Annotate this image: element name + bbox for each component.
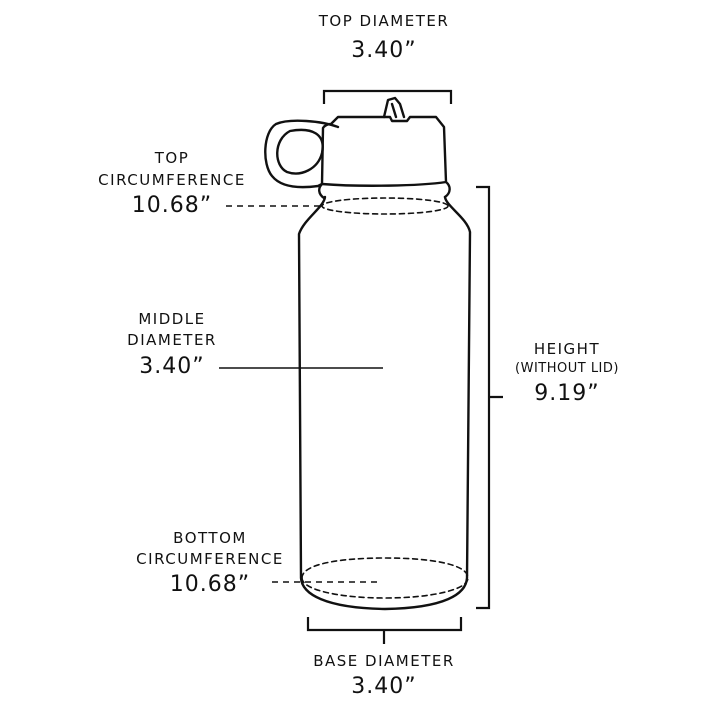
middle-diameter-label-line1: MIDDLE <box>138 310 206 328</box>
bottom-circumference-label-line2: CIRCUMFERENCE <box>136 550 284 568</box>
top-circumference-label-line2: CIRCUMFERENCE <box>98 171 246 189</box>
top-diameter-label: TOP DIAMETER <box>318 12 450 30</box>
middle-diameter-label-line2: DIAMETER <box>127 331 217 349</box>
bottom-circumference-ellipse-back <box>301 557 469 579</box>
middle-diameter-value: 3.40” <box>139 354 205 379</box>
lid-collar <box>318 180 451 200</box>
base-diameter-bracket <box>306 617 463 644</box>
lid-handle-hole <box>276 128 324 175</box>
top-circumference-value: 10.68” <box>131 193 213 218</box>
height-value: 9.19” <box>534 381 600 406</box>
lid-spout-inner <box>390 102 398 119</box>
height-label: HEIGHT <box>533 340 601 358</box>
bottom-circumference-label-line1: BOTTOM <box>173 529 247 547</box>
base-diameter-label: BASE DIAMETER <box>313 652 455 670</box>
top-circumference-ellipse <box>321 197 449 215</box>
bottom-circumference-ellipse-front <box>301 577 469 599</box>
bottom-circumference-value: 10.68” <box>169 572 251 597</box>
top-circumference-label-line1: TOP <box>154 149 190 167</box>
top-diameter-bracket <box>322 89 453 104</box>
lid-handle-outer <box>264 119 340 189</box>
base-diameter-value: 3.40” <box>351 674 417 699</box>
bottle-lid <box>264 96 451 200</box>
lid-spout <box>382 96 406 119</box>
lid-body <box>320 115 448 187</box>
height-note: (WITHOUT LID) <box>515 361 619 376</box>
bottle-body <box>297 195 472 611</box>
top-diameter-value: 3.40” <box>351 38 417 63</box>
height-bracket <box>476 185 503 610</box>
